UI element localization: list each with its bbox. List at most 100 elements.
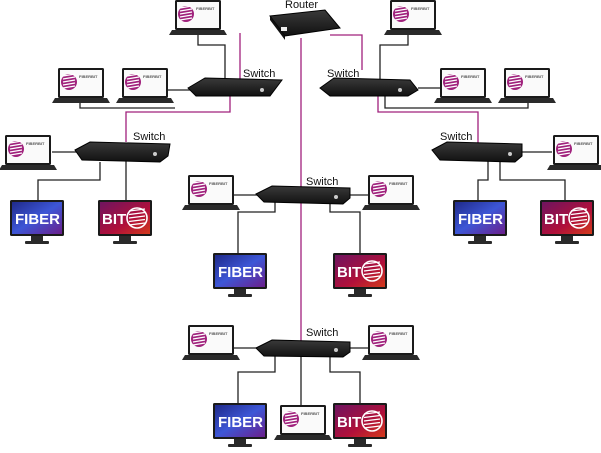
switch-mid-left: Switch bbox=[74, 131, 171, 163]
switch-body bbox=[187, 77, 283, 97]
fiberbit-logo-icon bbox=[8, 140, 24, 157]
monitor-stand bbox=[119, 236, 131, 241]
laptop-logo-text: FIBERBIT bbox=[209, 331, 228, 336]
bit-monitor: BIT bbox=[98, 200, 152, 244]
monitor-screen bbox=[12, 202, 62, 234]
switch-label: Switch bbox=[243, 68, 275, 80]
fiberbit-logo-icon bbox=[568, 207, 590, 229]
laptop: FIBERBIT bbox=[362, 325, 420, 360]
laptop-base bbox=[384, 30, 442, 35]
switch-body bbox=[255, 185, 351, 205]
monitor-stand bbox=[31, 236, 43, 241]
monitor-stand bbox=[354, 289, 366, 294]
laptop: FIBERBIT bbox=[169, 0, 227, 35]
monitor-base bbox=[113, 241, 137, 244]
switch-mid-right: Switch bbox=[431, 131, 523, 163]
fiberbit-logo-icon bbox=[178, 5, 194, 22]
switch-label: Switch bbox=[327, 68, 359, 80]
laptop-logo-text: FIBERBIT bbox=[411, 6, 430, 11]
laptop-logo-text: FIBERBIT bbox=[525, 74, 544, 79]
laptop-logo-text: FIBERBIT bbox=[143, 74, 162, 79]
monitor-screen bbox=[542, 202, 592, 234]
switch-label: Switch bbox=[306, 176, 338, 188]
laptop: FIBERBIT bbox=[52, 68, 110, 103]
laptop-logo-text: FIBERBIT bbox=[389, 331, 408, 336]
laptop-base bbox=[362, 205, 420, 210]
laptop: FIBERBIT bbox=[547, 135, 601, 170]
switch-body bbox=[74, 141, 171, 163]
switch-body bbox=[319, 77, 419, 97]
laptop: FIBERBIT bbox=[434, 68, 492, 103]
monitor-base bbox=[228, 294, 252, 297]
fiberbit-logo-icon bbox=[191, 330, 207, 347]
copper-link bbox=[329, 200, 361, 258]
monitor-base bbox=[25, 241, 49, 244]
copper-link bbox=[37, 162, 101, 205]
switch-top-left: Switch bbox=[187, 68, 283, 97]
fiberbit-logo-icon bbox=[125, 73, 141, 90]
laptop-logo-text: FIBERBIT bbox=[79, 74, 98, 79]
laptop-logo-text: FIBERBIT bbox=[196, 6, 215, 11]
monitor-stand bbox=[234, 439, 246, 444]
monitor-brand-text: BIT bbox=[337, 414, 361, 431]
laptop-base bbox=[52, 98, 110, 103]
copper-link bbox=[477, 160, 489, 205]
fiberbit-logo-icon bbox=[283, 410, 299, 427]
laptop-base bbox=[362, 355, 420, 360]
monitor-screen bbox=[455, 202, 505, 234]
router-led bbox=[281, 27, 287, 31]
switch-top-right: Switch bbox=[319, 68, 419, 97]
monitor-brand-text: FIBER bbox=[218, 264, 263, 281]
copper-link bbox=[384, 95, 529, 109]
switch-label: Switch bbox=[440, 131, 472, 143]
monitor-brand-text: FIBER bbox=[15, 211, 60, 228]
copper-link bbox=[499, 160, 566, 205]
laptop-base bbox=[0, 165, 57, 170]
copper-link bbox=[237, 355, 276, 408]
bit-monitor: BIT bbox=[333, 403, 387, 447]
monitor-base bbox=[348, 444, 372, 447]
fiberbit-logo-icon bbox=[361, 410, 383, 432]
fiberbit-logo-icon bbox=[371, 330, 387, 347]
port-icon bbox=[334, 348, 338, 352]
laptop-logo-text: FIBERBIT bbox=[574, 141, 593, 146]
laptop-base bbox=[116, 98, 174, 103]
bit-monitor: BIT bbox=[333, 253, 387, 297]
port-icon bbox=[508, 152, 512, 156]
laptop-logo-text: FIBERBIT bbox=[26, 141, 45, 146]
monitor-screen bbox=[335, 255, 385, 287]
port-icon bbox=[398, 88, 402, 92]
laptop: FIBERBIT bbox=[274, 405, 332, 440]
switch-body bbox=[255, 339, 351, 358]
monitor-screen bbox=[100, 202, 150, 234]
laptop: FIBERBIT bbox=[384, 0, 442, 35]
laptop-base bbox=[182, 205, 240, 210]
laptop-base bbox=[498, 98, 556, 103]
switch-label: Switch bbox=[306, 327, 338, 339]
port-icon bbox=[334, 195, 338, 199]
laptop-base bbox=[274, 435, 332, 440]
fiber-link bbox=[330, 34, 363, 70]
router-face bbox=[270, 16, 285, 40]
laptop-logo-text: FIBERBIT bbox=[389, 181, 408, 186]
monitor-base bbox=[555, 241, 579, 244]
monitor-screen bbox=[215, 405, 265, 437]
fiberbit-logo-icon bbox=[126, 207, 148, 229]
laptop-logo-text: FIBERBIT bbox=[301, 411, 320, 416]
monitor-screen bbox=[215, 255, 265, 287]
monitor-stand bbox=[234, 289, 246, 294]
fiber-monitor: FIBER bbox=[10, 200, 64, 244]
fiber-link bbox=[125, 95, 231, 142]
monitor-screen bbox=[335, 405, 385, 437]
monitor-brand-text: BIT bbox=[337, 264, 361, 281]
fiberbit-logo-icon bbox=[371, 180, 387, 197]
copper-link bbox=[329, 355, 361, 408]
port-icon bbox=[153, 152, 157, 156]
fiberbit-logo-icon bbox=[507, 73, 523, 90]
fiber-monitor: FIBER bbox=[213, 253, 267, 297]
fiber-monitor: FIBER bbox=[453, 200, 507, 244]
router: Router bbox=[269, 0, 341, 40]
